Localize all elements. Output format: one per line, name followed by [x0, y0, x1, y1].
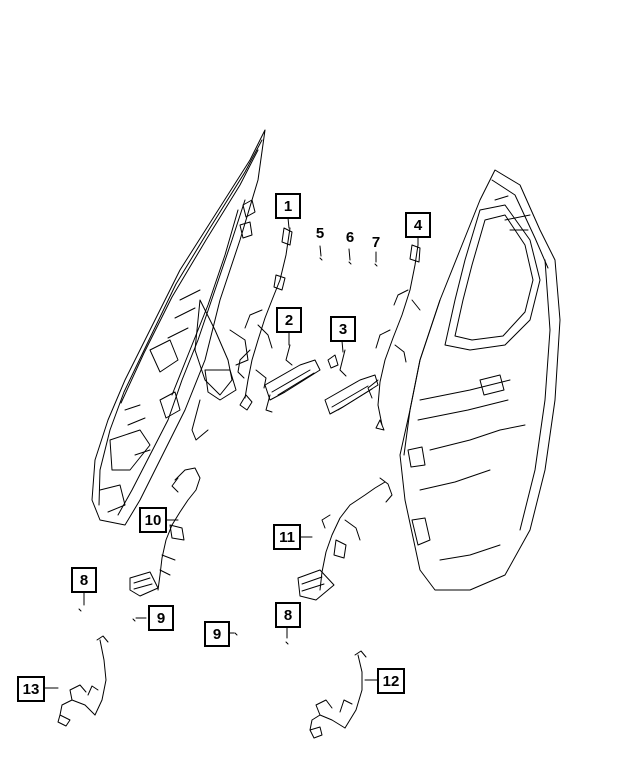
callout-1: 1: [275, 193, 301, 219]
harness-13: [57, 635, 109, 727]
callout-2: 2: [276, 307, 302, 333]
callout-7: 7: [371, 233, 381, 251]
callout-13: 13: [17, 676, 45, 702]
rear-door: [399, 169, 561, 591]
callout-8-center: 8: [275, 602, 301, 628]
leader-lines: [44, 217, 419, 689]
callout-6: 6: [345, 228, 355, 246]
callout-4: 4: [405, 212, 431, 238]
harness-11: [297, 477, 393, 601]
harness-1: [237, 227, 293, 411]
harness-12: [309, 650, 367, 739]
harness-4: [367, 244, 421, 431]
callout-11: 11: [273, 524, 301, 550]
callout-5: 5: [315, 224, 325, 242]
switch-assembly-3: [324, 349, 379, 415]
callout-12: 12: [377, 668, 405, 694]
front-door: [91, 129, 266, 526]
switch-assembly-2: [264, 344, 321, 413]
callout-9-center: 9: [204, 621, 230, 647]
clips: [78, 257, 378, 645]
harness-10: [129, 467, 201, 597]
callout-9-left: 9: [148, 605, 174, 631]
callout-8-left: 8: [71, 567, 97, 593]
callout-3: 3: [330, 316, 356, 342]
callout-10: 10: [139, 507, 167, 533]
